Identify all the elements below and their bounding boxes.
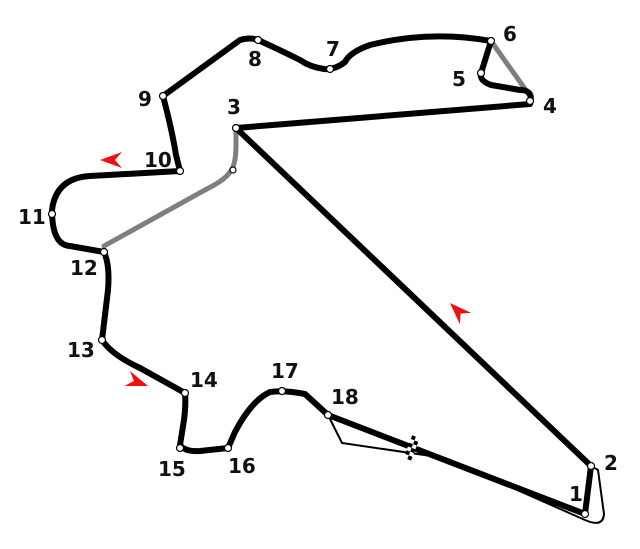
turn-4-marker [525, 96, 535, 106]
turn-13-marker [97, 335, 107, 345]
turn-6-label: 6 [503, 22, 517, 46]
turn-7-label: 7 [326, 37, 340, 61]
turn-18-marker [323, 410, 333, 420]
turn-13-label: 13 [67, 338, 95, 362]
direction-arrow-icon [100, 152, 122, 168]
turn-5-marker [476, 68, 486, 78]
turn-5-label: 5 [452, 67, 466, 91]
turn-15-marker [175, 443, 185, 453]
turn-10-marker [175, 166, 185, 176]
turn-2-label: 2 [604, 451, 618, 475]
direction-arrow-icon [124, 370, 148, 386]
turn-15-label: 15 [158, 457, 186, 481]
turn-8-label: 8 [248, 47, 262, 71]
turn-11-marker [47, 209, 57, 219]
turn-3-marker [231, 123, 241, 133]
turn-16-label: 16 [228, 454, 256, 478]
turn-18-label: 18 [331, 385, 359, 409]
turn-12-label: 12 [70, 256, 98, 280]
turn-3-label: 3 [227, 95, 241, 119]
turn-17-label: 17 [271, 359, 299, 383]
turn-11-label: 11 [18, 205, 46, 229]
turn-2-marker [586, 461, 596, 471]
turn-1-label: 1 [569, 482, 583, 506]
alternate-track-hairpin [488, 38, 533, 99]
track-junction-marker [229, 166, 237, 174]
turn-1-marker [580, 509, 590, 519]
main-track [49, 33, 594, 517]
turn-16-marker [223, 443, 233, 453]
turn-17-marker [277, 386, 287, 396]
turn-7-marker [325, 64, 335, 74]
turn-9-label: 9 [138, 87, 152, 111]
turn-10-label: 10 [144, 148, 172, 172]
turn-12-marker [99, 247, 109, 257]
direction-arrow-icon [450, 303, 472, 325]
turn-14-label: 14 [190, 368, 218, 392]
turn-8-marker [253, 35, 263, 45]
turn-9-marker [158, 91, 168, 101]
turn-4-label: 4 [543, 94, 557, 118]
turn-14-marker [180, 388, 190, 398]
alternate-track-infield [101, 125, 239, 249]
checkered-flag-icon [403, 435, 420, 461]
turn-6-marker [486, 36, 496, 46]
